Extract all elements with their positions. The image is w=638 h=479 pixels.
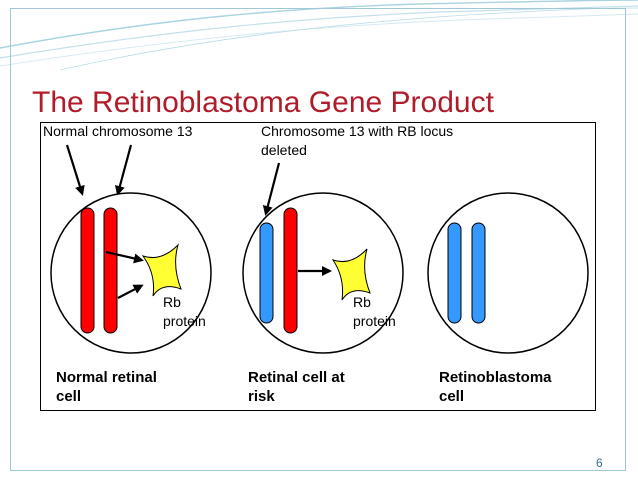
arrow-label-to-chromosome-2 [115, 144, 133, 196]
slide-title: The Retinoblastoma Gene Product [32, 86, 494, 119]
rb-diagram: Normal chromosome 13 Chromosome 13 with … [40, 122, 596, 411]
protein-label-2-line2: protein [353, 313, 396, 329]
rb-protein-shape-1 [141, 243, 182, 297]
caption-cell-1-line1: Normal retinal [56, 369, 157, 386]
caption-cell-1-line2: cell [56, 388, 81, 405]
decor-wave-2 [0, 5, 638, 59]
label-deleted-line2: deleted [261, 142, 307, 158]
label-deleted-line1: Chromosome 13 with RB locus [261, 123, 453, 139]
rb-protein-shape-2 [331, 248, 371, 301]
arrow-label-to-chromosome-1 [65, 144, 85, 196]
arrow-to-protein-2 [117, 284, 144, 299]
chromosome-deleted-2 [447, 222, 462, 324]
cell-normal [50, 192, 212, 354]
chromosome-deleted-1 [259, 222, 274, 324]
page-number: 6 [596, 456, 603, 470]
chromosome-normal-1 [80, 207, 95, 334]
protein-label-1-line2: protein [163, 313, 206, 329]
arrow-label-to-deleted-chromosome [262, 162, 281, 216]
chromosome-deleted-3 [471, 222, 486, 324]
protein-label-1-line1: Rb [163, 294, 181, 310]
decor-wave-3 [0, 13, 638, 67]
caption-cell-2-line1: Retinal cell at [248, 369, 345, 386]
chromosome-normal-3 [283, 207, 298, 334]
protein-label-2-line1: Rb [353, 294, 371, 310]
caption-cell-3-line1: Retinoblastoma [439, 369, 552, 386]
decor-wave-1 [0, 0, 638, 49]
label-normal-chromosome: Normal chromosome 13 [43, 123, 193, 139]
chromosome-normal-2 [103, 207, 118, 334]
caption-cell-3-line2: cell [439, 388, 464, 405]
cell-retinoblastoma [427, 192, 589, 354]
arrow-to-protein-1 [105, 250, 144, 264]
caption-cell-2-line2: risk [248, 388, 275, 405]
slide-frame [10, 8, 626, 471]
